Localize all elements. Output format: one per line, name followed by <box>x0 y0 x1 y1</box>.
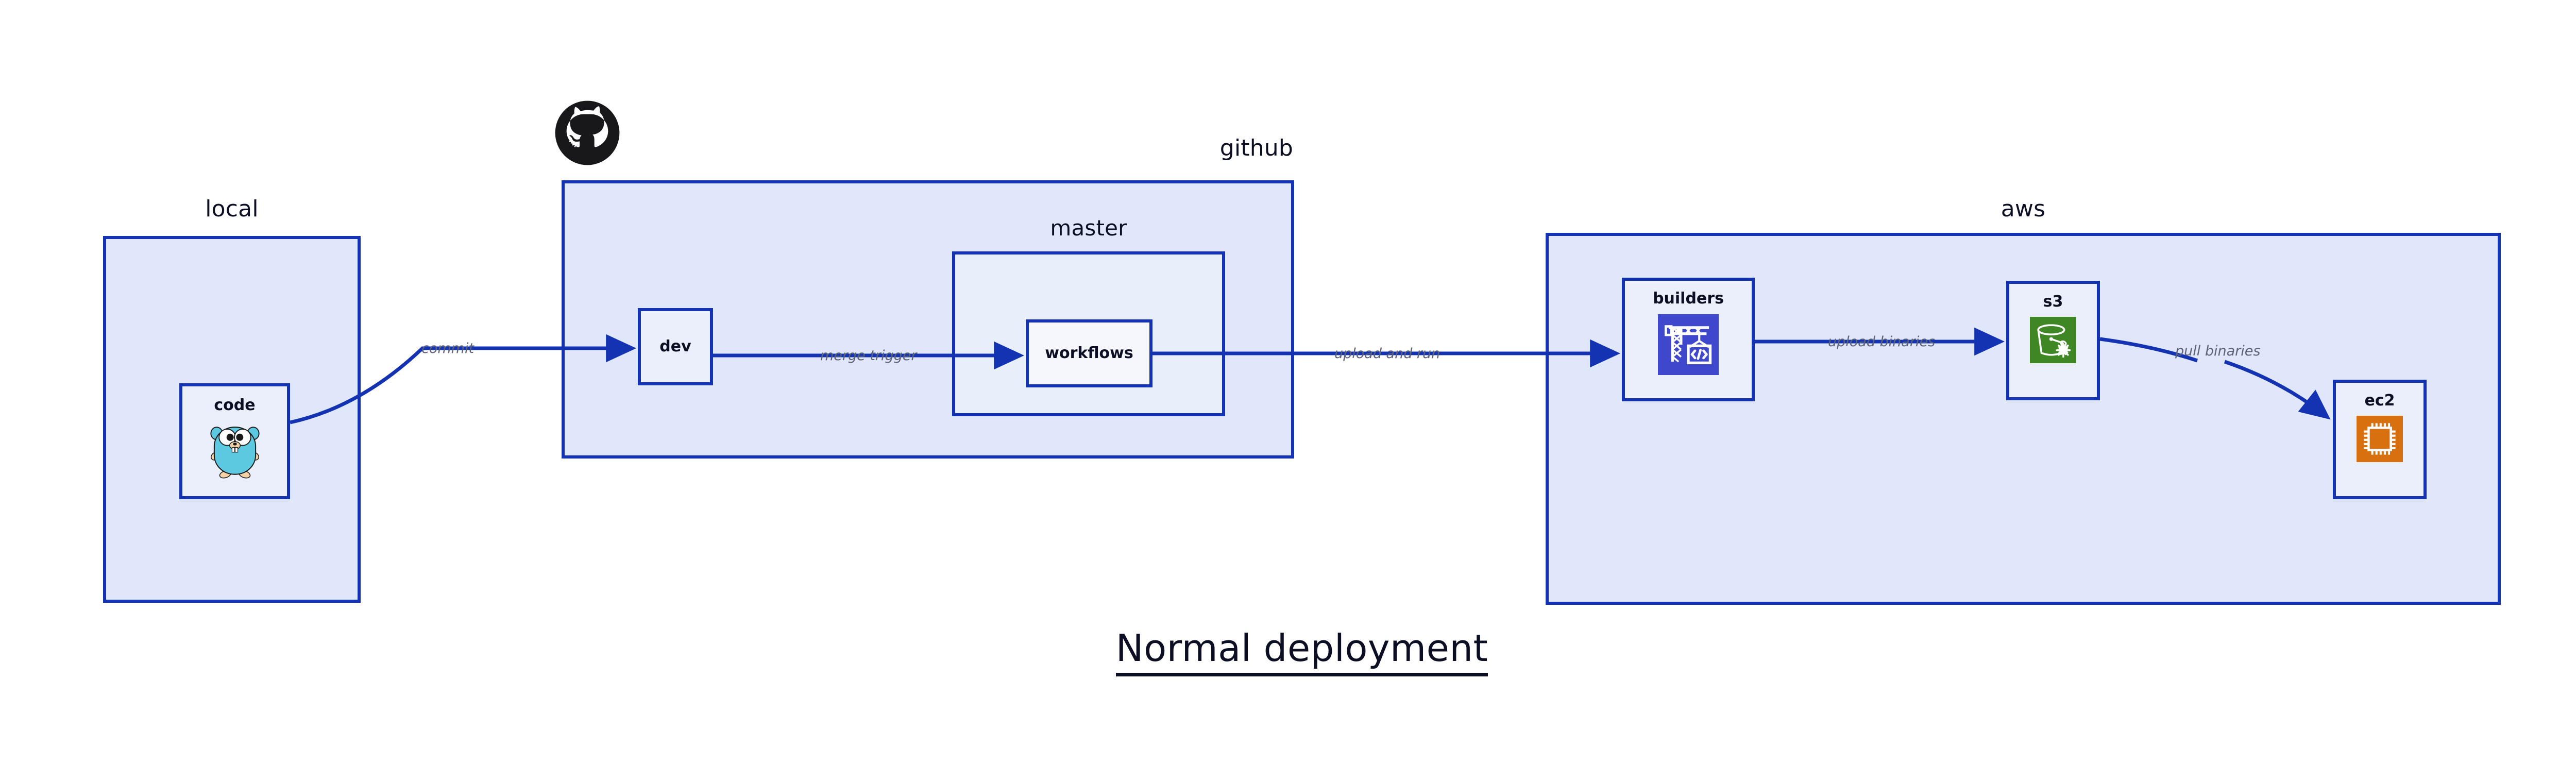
group-label-master: master <box>1050 215 1127 241</box>
aws-s3-glacier-icon <box>2030 317 2076 365</box>
node-code[interactable]: code <box>179 383 290 499</box>
group-label-aws: aws <box>2001 196 2046 222</box>
page-title-text: Normal deployment <box>1115 626 1488 676</box>
edge-label-pull-binaries: pull binaries <box>2175 343 2261 359</box>
aws-ec2-icon <box>2357 416 2403 464</box>
edge-label-merge-trigger: merge trigger <box>820 348 917 364</box>
node-label-dev: dev <box>659 337 691 355</box>
node-label-builders: builders <box>1653 290 1724 308</box>
node-workflows[interactable]: workflows <box>1026 319 1153 387</box>
node-builders[interactable]: builders <box>1622 278 1755 401</box>
node-label-s3: s3 <box>2043 293 2063 311</box>
group-label-local: local <box>205 196 259 222</box>
page-title: Normal deployment <box>0 626 2576 676</box>
github-octocat-icon <box>554 99 621 166</box>
node-dev[interactable]: dev <box>638 308 713 385</box>
edge-label-commit: commit <box>421 341 474 356</box>
node-s3[interactable]: s3 <box>2006 281 2100 400</box>
node-label-ec2: ec2 <box>2364 392 2395 410</box>
aws-codebuild-icon <box>1658 314 1719 377</box>
edge-label-upload-binaries: upload binaries <box>1828 334 1936 350</box>
group-label-github: github <box>1219 135 1293 161</box>
node-ec2[interactable]: ec2 <box>2333 380 2427 499</box>
node-label-code: code <box>214 396 256 414</box>
node-label-workflows: workflows <box>1045 344 1133 362</box>
edge-label-upload-and-run: upload and run <box>1334 346 1440 362</box>
go-gopher-icon <box>206 421 264 481</box>
